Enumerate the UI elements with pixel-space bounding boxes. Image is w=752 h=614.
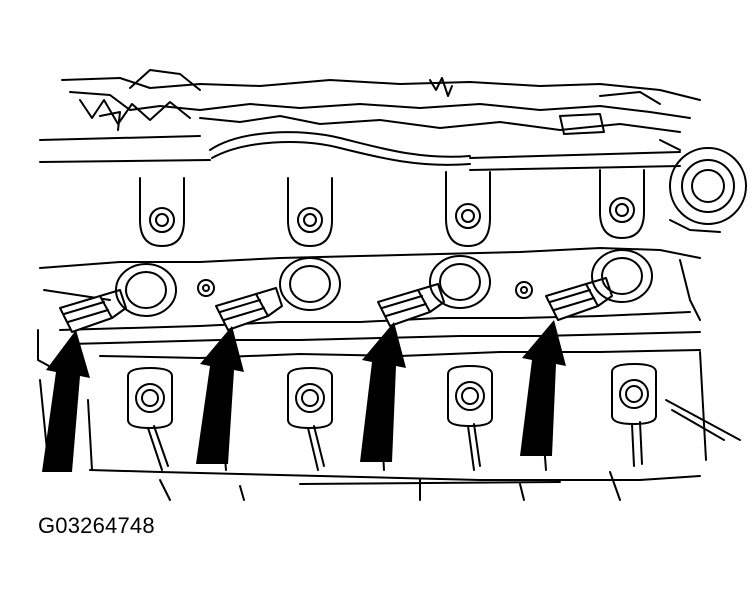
injector-boss-2 [279, 257, 341, 311]
small-fittings [197, 279, 533, 299]
lower-bolt-4 [611, 363, 657, 467]
figure-code-label: G03264748 [38, 513, 155, 538]
injector-connector-1 [59, 289, 127, 333]
injector-boss-4 [591, 249, 653, 303]
upper-bracket-1 [139, 177, 185, 247]
pulley-detail [659, 139, 747, 233]
upper-bracket-3 [445, 171, 491, 247]
upper-bracket-2 [287, 177, 333, 247]
lower-bolt-3 [447, 365, 493, 471]
upper-bracket-4 [599, 169, 645, 239]
injector-connector-3 [377, 283, 445, 327]
lower-bolt-2 [287, 367, 333, 471]
arrow-4 [520, 320, 566, 456]
lower-bolt-1 [127, 367, 173, 471]
pointer-arrows [42, 320, 566, 472]
injector-connector-4 [545, 277, 613, 321]
arrow-3 [360, 322, 406, 462]
injector-connector-2 [215, 287, 283, 331]
arrow-2 [196, 326, 244, 464]
arrow-1 [42, 330, 90, 472]
injector-boss-1 [115, 263, 177, 317]
upper-engine-detail [39, 69, 701, 171]
injector-boss-3 [429, 255, 491, 309]
